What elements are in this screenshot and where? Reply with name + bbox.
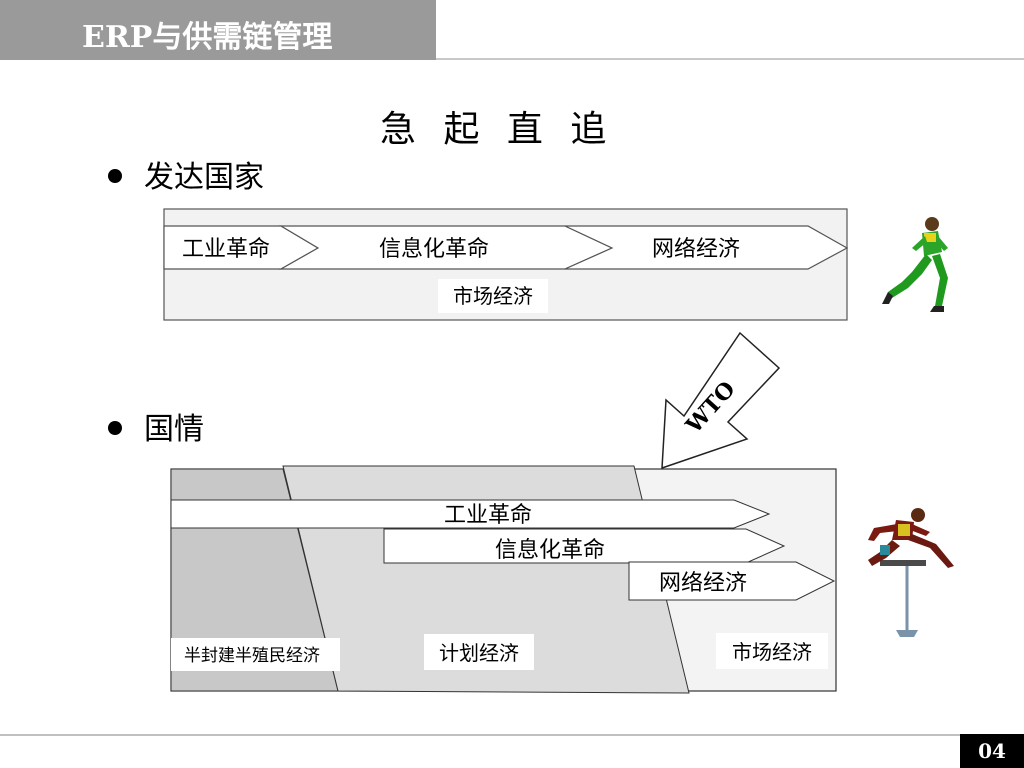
semi-feudal-label: 半封建半殖民经济 [184,646,320,666]
bullet-national: 国情 [108,404,204,448]
market-economy-box [716,633,828,669]
national-market-economy-label: 市场经济 [732,640,812,664]
page-number: 04 [960,734,1024,768]
developed-stage-2-label: 信息化革命 [379,237,489,262]
developed-economy-box [438,279,548,313]
footer-divider [0,734,1024,736]
header-title: ERP与供需链管理 [82,20,333,55]
planned-economy-label: 计划经济 [439,641,519,665]
planned-economy-box [424,634,534,670]
developed-diagram: 工业革命 信息化革命 网络经济 市场经济 [163,208,849,321]
national-diagram: 工业革命 信息化革命 网络经济 半封建半殖民经济 计划经济 市场经济 [170,465,837,694]
developed-stage-1-label: 工业革命 [182,237,270,262]
national-stage-3-label: 网络经济 [659,571,747,596]
slide-title: 急 起 直 追 [380,109,615,150]
bullet-national-label: 国情 [144,412,204,447]
national-stage-1-arrow [170,499,771,529]
header-bar [0,0,436,60]
bullet-developed-label: 发达国家 [144,160,264,195]
developed-economy-label: 市场经济 [453,284,533,308]
wto-arrow-shape [661,331,781,470]
bullet-developed: 发达国家 [108,152,264,196]
national-stage-2-label: 信息化革命 [495,538,605,563]
national-stage-1-label: 工业革命 [444,503,532,528]
runner-icon [882,217,948,312]
header-divider [436,58,1024,60]
national-stage-3-arrow [628,561,836,601]
hurdler-icon [868,508,954,637]
national-stage-2-arrow [383,528,786,564]
bullet-dot [108,420,122,435]
developed-stage-3-arrow [564,225,849,270]
wto-arrow: WTO [661,331,781,470]
bullet-dot [108,168,122,183]
semi-feudal-box [171,638,340,671]
developed-stage-3-label: 网络经济 [652,237,740,262]
